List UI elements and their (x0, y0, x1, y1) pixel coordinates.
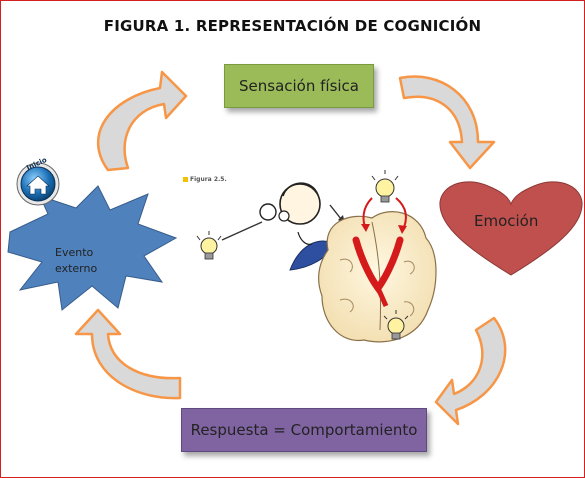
diagram-title: FIGURA 1. REPRESENTACIÓN DE COGNICIÓN (103, 17, 482, 35)
house-icon (26, 175, 50, 195)
illustration-person (196, 182, 346, 271)
cycle-arrow-bottom-left (74, 308, 182, 400)
sensacion-fisica-box: Sensación física (224, 64, 374, 108)
emocion-heart (439, 181, 583, 276)
evento-label-line2: externo (55, 262, 98, 275)
evento-label-line1: Evento (55, 246, 94, 259)
respuesta-box: Respuesta = Comportamiento (181, 408, 427, 452)
home-button-label: Inicio (25, 155, 49, 173)
figure-caption-text: Figura 2.5. (190, 176, 227, 183)
emocion-label: Emoción (474, 212, 539, 230)
figure-caption: Figura 2.5. (183, 176, 227, 183)
evento-starburst (7, 185, 178, 311)
cycle-arrow-bottom-right (434, 316, 507, 426)
cycle-arrow-top-left (96, 70, 188, 172)
cycle-arrow-top-right (398, 75, 496, 170)
home-button[interactable]: Inicio (14, 155, 64, 208)
illustration-brain (318, 170, 437, 343)
home-button-graphic (16, 162, 60, 206)
